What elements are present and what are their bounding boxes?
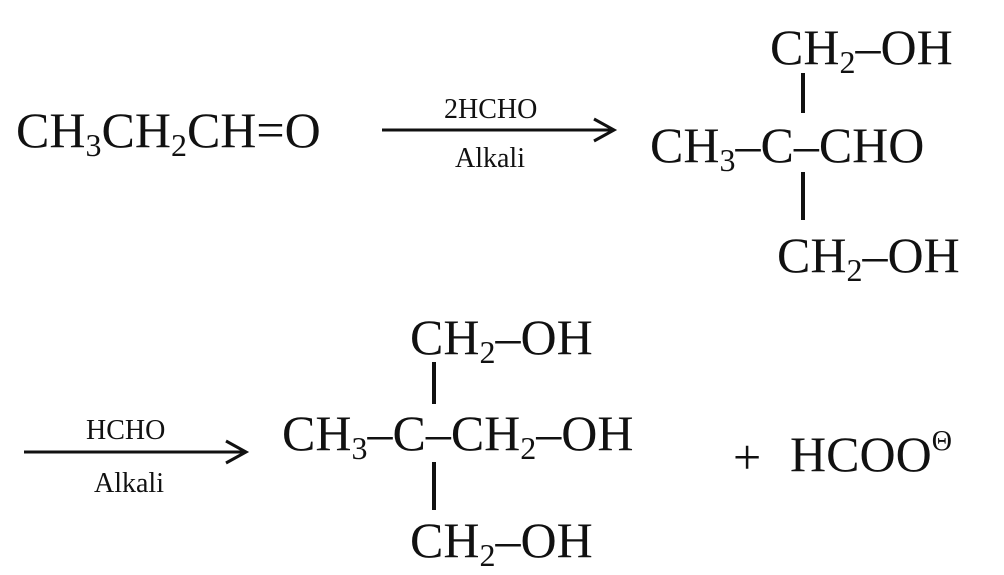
reactant-part-2: CH (101, 102, 171, 158)
product1-middle-pre: CH (650, 117, 720, 173)
product2-top-pre: CH (410, 309, 480, 365)
arrow2-condition: Alkali (94, 468, 164, 499)
formate-charge: Θ (931, 426, 952, 457)
reactant-part-1: CH (16, 102, 86, 158)
product1-top-post: –OH (855, 19, 953, 75)
product2-bottom-post: –OH (495, 512, 593, 568)
product1-middle-chain: CH3–C–CHO (650, 120, 924, 176)
product2-top-sub: 2 (479, 333, 496, 370)
product2-bottom-pre: CH (410, 512, 480, 568)
product2-middle-pre: CH (282, 405, 352, 461)
reaction-arrow-2 (24, 439, 250, 465)
arrow1-condition: Alkali (455, 143, 525, 174)
product2-bottom-sub: 2 (479, 536, 496, 573)
reactant-subscript-1: 3 (85, 126, 102, 163)
product2-middle-mid: –C–CH (367, 405, 521, 461)
product2-top-group: CH2–OH (410, 312, 593, 368)
product1-bond-bottom (801, 172, 805, 220)
product1-bottom-pre: CH (777, 227, 847, 283)
product1-bottom-post: –OH (862, 227, 960, 283)
product1-middle-post: –C–CHO (735, 117, 925, 173)
product1-bottom-group: CH2–OH (777, 230, 960, 286)
reactant-subscript-2: 2 (170, 126, 187, 163)
plus-sign: + (733, 429, 762, 485)
product1-middle-sub: 3 (719, 141, 736, 178)
formate-formula: HCOO (790, 426, 932, 482)
formate-ion: HCOOΘ (790, 426, 952, 482)
product2-bond-bottom (432, 462, 436, 510)
product2-bottom-group: CH2–OH (410, 515, 593, 571)
product1-top-sub: 2 (839, 43, 856, 80)
reaction-arrow-1 (382, 117, 618, 143)
reactant-part-3: CH=O (186, 102, 321, 158)
product1-bond-top (801, 73, 805, 113)
arrow1-reagent: 2HCHO (444, 94, 538, 125)
product2-middle-sub2: 2 (520, 429, 537, 466)
product1-bottom-sub: 2 (846, 251, 863, 288)
product2-top-post: –OH (495, 309, 593, 365)
product2-middle-chain: CH3–C–CH2–OH (282, 408, 634, 464)
product2-middle-sub: 3 (351, 429, 368, 466)
product1-top-group: CH2–OH (770, 22, 953, 78)
arrow2-reagent: HCHO (86, 415, 166, 446)
product2-middle-post: –OH (536, 405, 634, 461)
reactant-propanal: CH3CH2CH=O (16, 105, 321, 161)
product1-top-pre: CH (770, 19, 840, 75)
product2-bond-top (432, 362, 436, 404)
